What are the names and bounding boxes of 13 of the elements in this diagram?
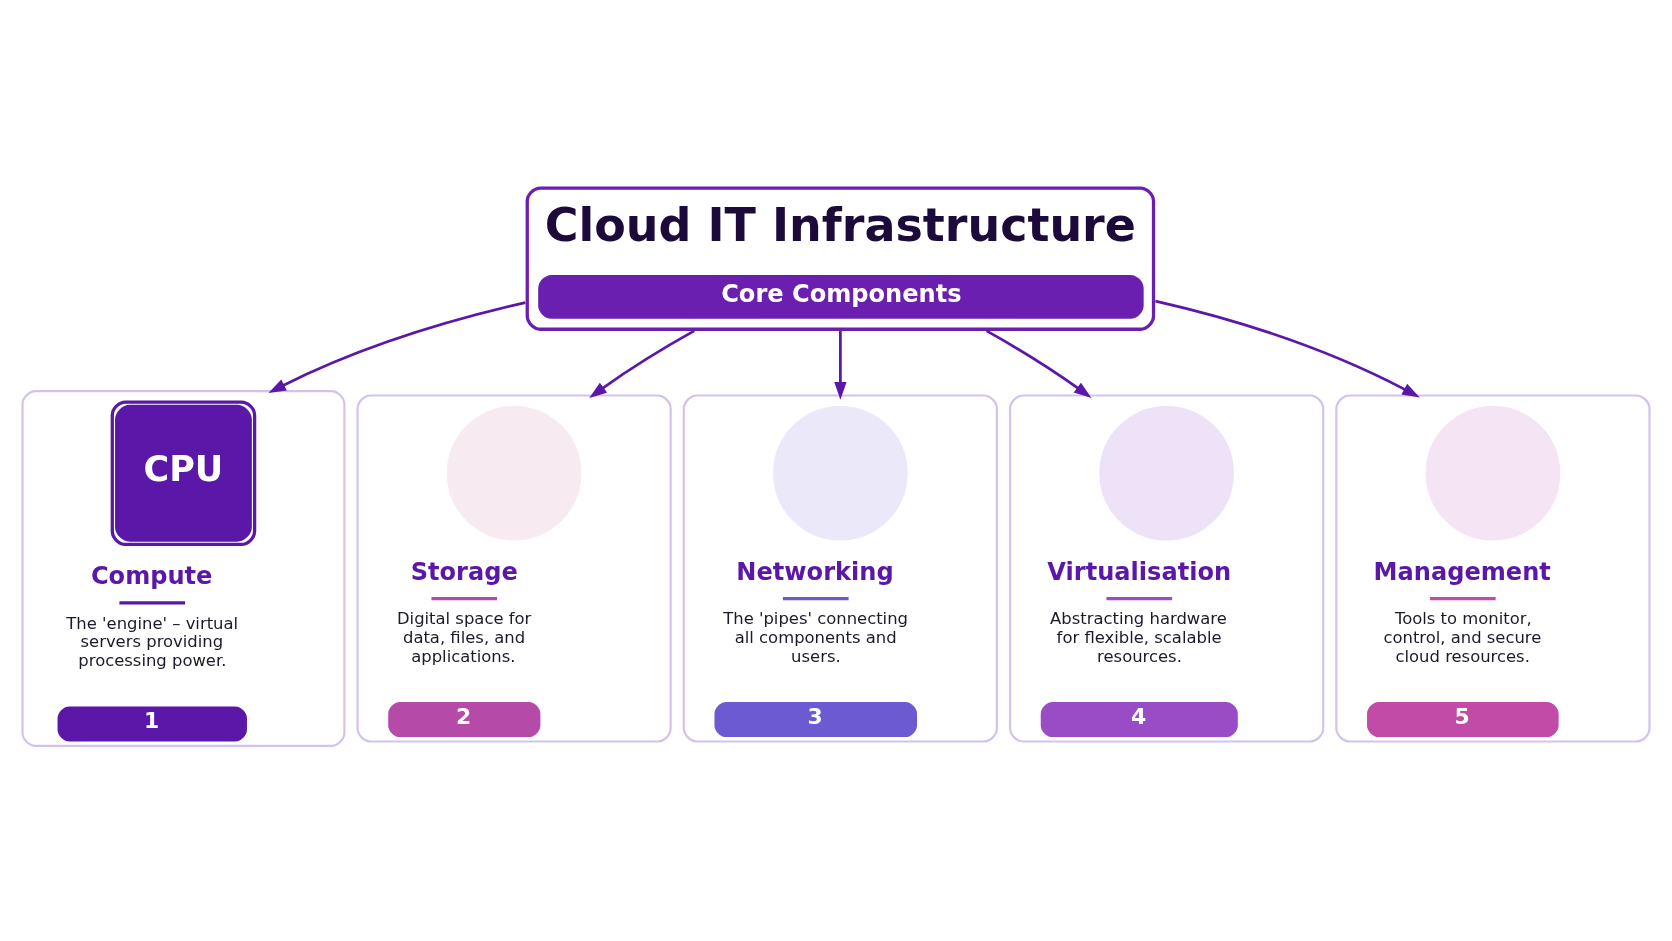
cluster: Management Tools to monitor, control, and secure cloud resources. 5	[1335, 394, 1651, 743]
node-box: CPU	[110, 400, 257, 547]
node-circle	[773, 405, 908, 541]
arrow	[589, 329, 695, 398]
cluster: Virtualisation Abstracting hardware for flexible, scalable resources. 4	[1009, 394, 1325, 743]
arrow	[834, 331, 847, 400]
node-circle	[1425, 405, 1561, 541]
cluster: Networking The 'pipes' connecting all components and users. 3	[682, 394, 999, 743]
arrow	[268, 301, 526, 393]
cluster: Storage Digital space for data, files, and applications. 2	[356, 394, 672, 743]
node-circle	[1099, 405, 1234, 541]
arrow	[1155, 299, 1420, 398]
arrow	[985, 329, 1092, 398]
